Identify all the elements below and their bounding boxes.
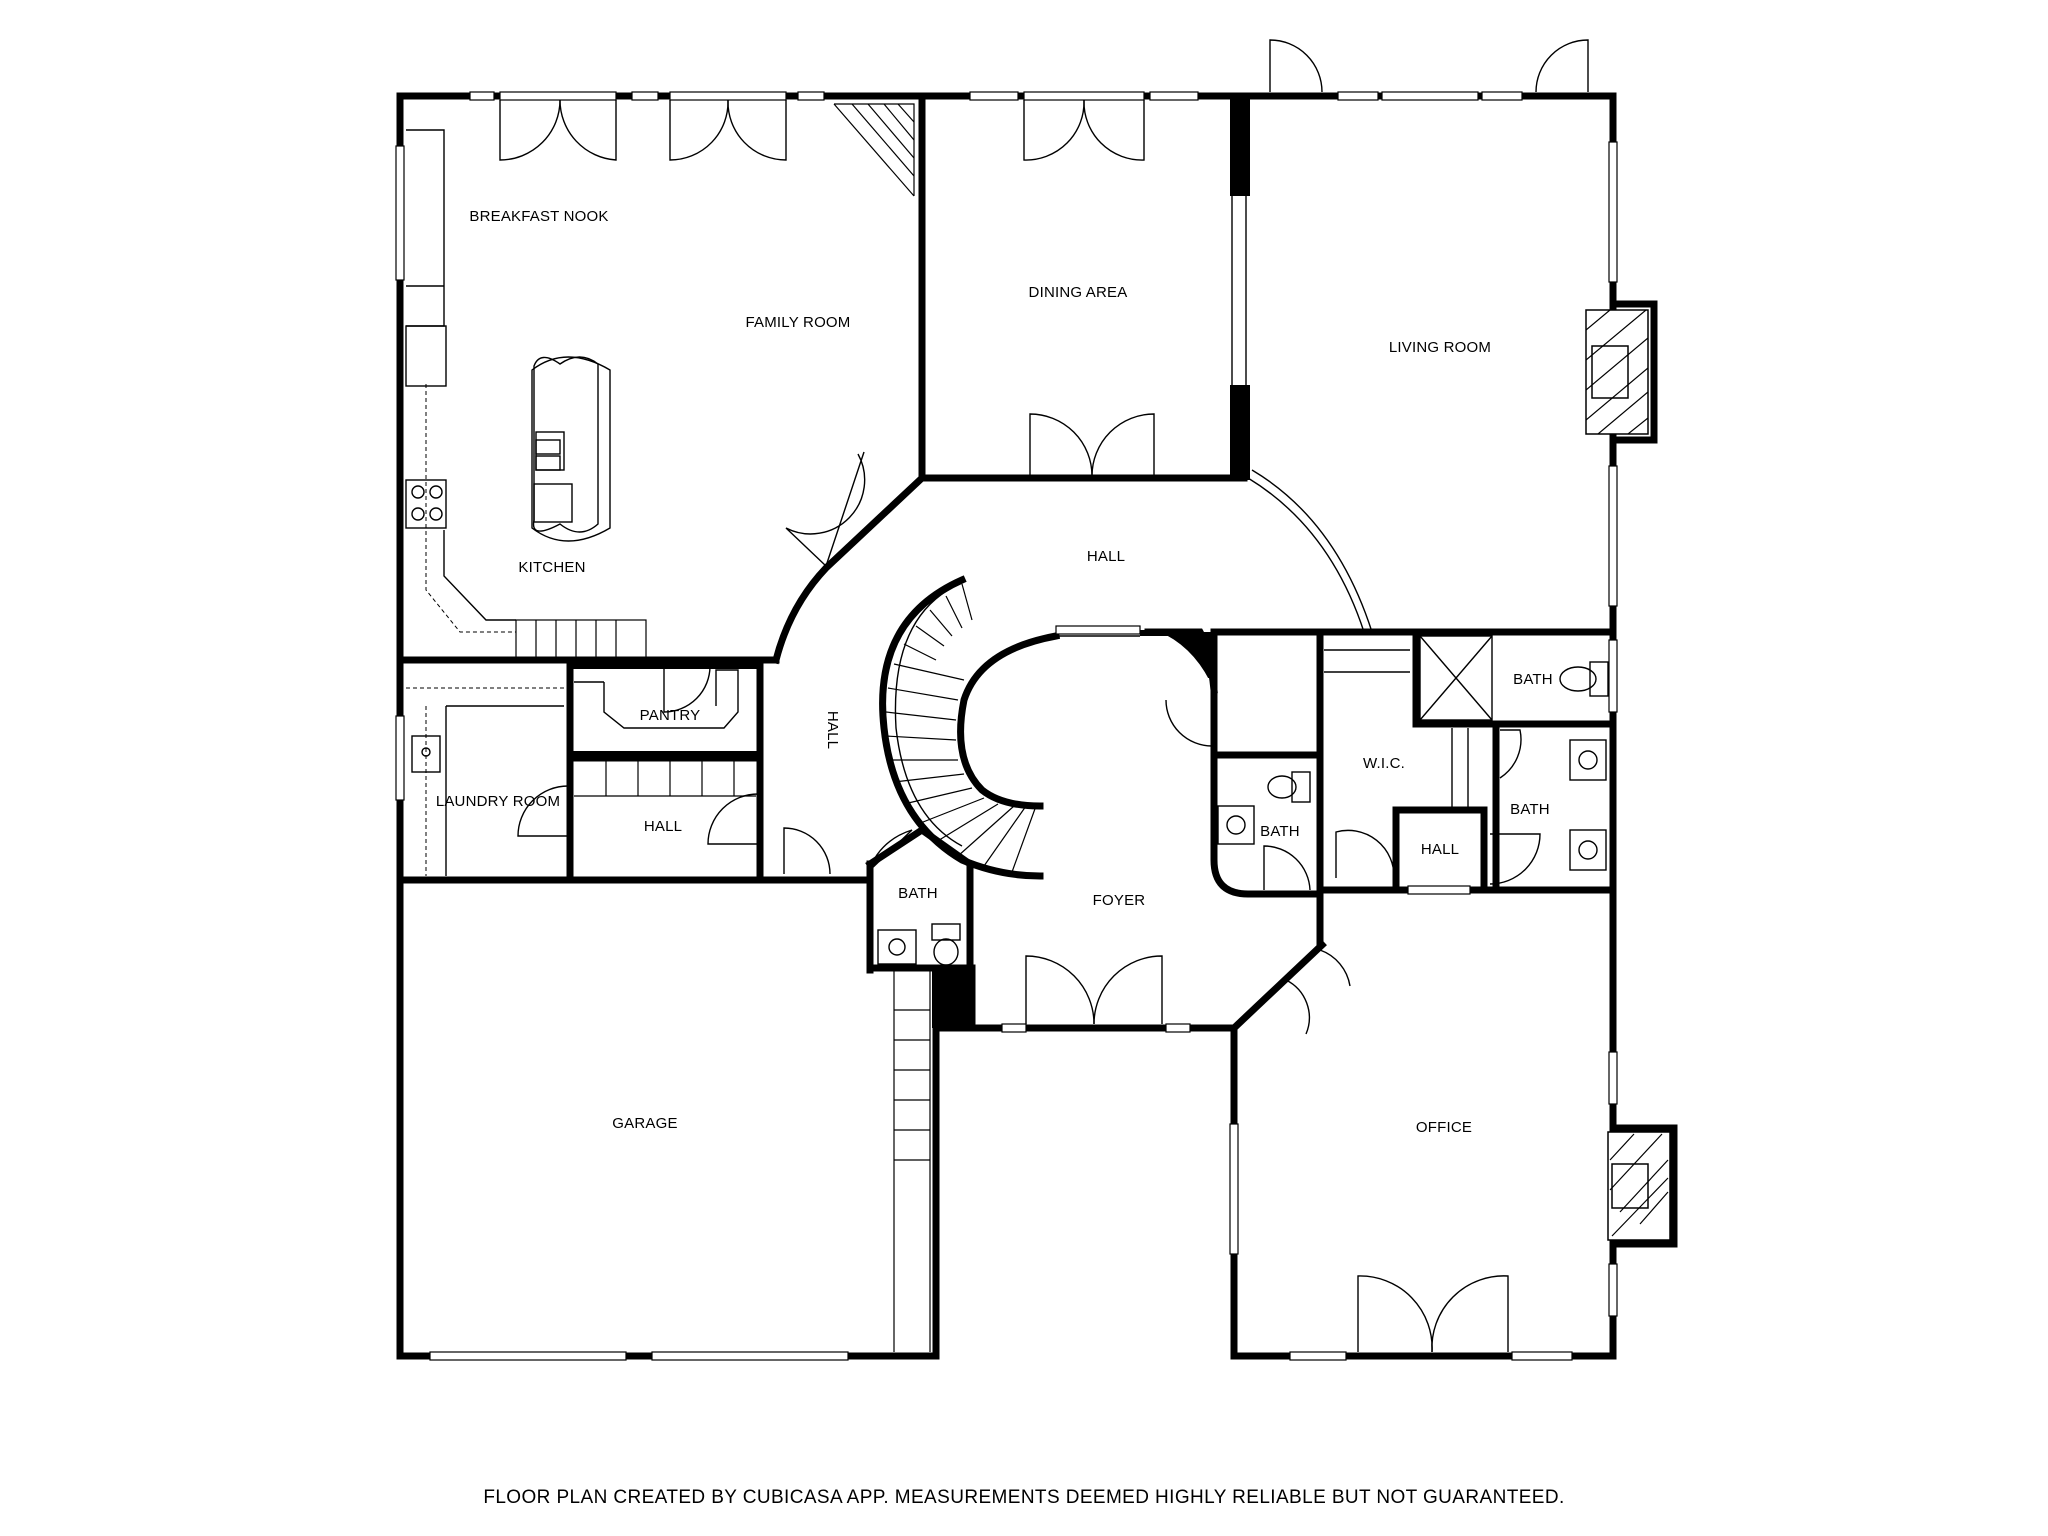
windows — [395, 91, 1618, 1361]
room-label-living-room: LIVING ROOM — [1389, 339, 1491, 356]
room-label-bath-mid: BATH — [1260, 823, 1300, 840]
room-label-hall-lower: HALL — [644, 818, 682, 835]
room-label-hall-main: HALL — [1087, 548, 1125, 565]
room-label-laundry-room: LAUNDRY ROOM — [436, 793, 560, 810]
room-label-garage: GARAGE — [612, 1115, 677, 1132]
kitchen-fixtures — [405, 129, 611, 633]
room-label-bath-small: BATH — [898, 885, 938, 902]
room-label-office: OFFICE — [1416, 1119, 1472, 1136]
room-label-kitchen: KITCHEN — [518, 559, 585, 576]
room-label-wic: W.I.C. — [1363, 755, 1405, 772]
room-labels: BREAKFAST NOOK FAMILY ROOM KITCHEN DININ… — [436, 208, 1553, 1136]
curved-staircase — [879, 575, 1200, 880]
room-label-bath-right: BATH — [1510, 801, 1550, 818]
office-fireplace — [1607, 1124, 1678, 1248]
pantry-laundry-fixtures — [406, 669, 739, 876]
doors — [499, 39, 1589, 1353]
room-label-pantry: PANTRY — [640, 707, 701, 724]
room-label-family-room: FAMILY ROOM — [746, 314, 851, 331]
room-label-bath-right-top: BATH — [1513, 671, 1553, 688]
living-room-fireplace — [1585, 300, 1658, 444]
footer-disclaimer: FLOOR PLAN CREATED BY CUBICASA APP. MEAS… — [483, 1487, 1565, 1508]
bath-fixtures — [877, 661, 1609, 966]
room-label-hall-vertical: HALL — [824, 711, 841, 749]
room-label-breakfast-nook: BREAKFAST NOOK — [469, 208, 608, 225]
room-label-foyer: FOYER — [1093, 892, 1146, 909]
stairs — [515, 103, 931, 1352]
room-label-dining-area: DINING AREA — [1029, 284, 1128, 301]
room-label-hall-right: HALL — [1421, 841, 1459, 858]
